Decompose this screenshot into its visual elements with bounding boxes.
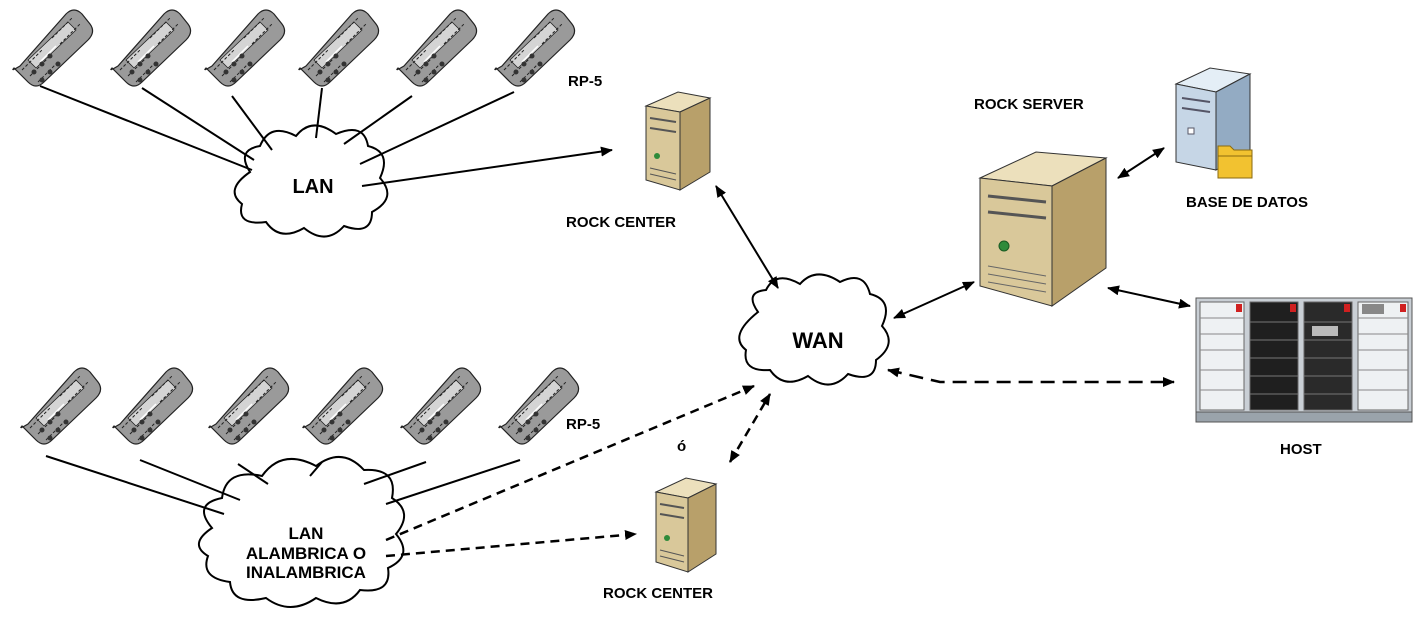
lan-top-cloud-label: LAN <box>292 176 334 198</box>
terminal-icon <box>302 367 384 445</box>
rp5-terminals-bottom <box>20 367 580 445</box>
or-separator-label: ó <box>677 438 687 455</box>
database-server-icon <box>1174 67 1253 179</box>
wan-cloud <box>738 273 890 386</box>
terminal-icon <box>20 367 102 445</box>
terminal-icon <box>298 9 380 87</box>
rp5-terminals-top <box>12 9 576 87</box>
rp5-top-label: RP-5 <box>568 73 603 90</box>
base-de-datos-label: BASE DE DATOS <box>1186 194 1308 211</box>
terminal-icon <box>208 367 290 445</box>
rock-center-bottom-label: ROCK CENTER <box>603 585 714 602</box>
rock-server-icon <box>978 151 1108 307</box>
rock-center-top-server-icon <box>644 91 712 191</box>
lan-bottom-line-3: INALAMBRICA <box>246 563 366 583</box>
terminal-icon <box>400 367 482 445</box>
rock-server-label: ROCK SERVER <box>974 96 1084 113</box>
host-label: HOST <box>1280 441 1322 458</box>
rock-center-top-label: ROCK CENTER <box>566 214 677 231</box>
lan-bottom-line-1: LAN <box>288 524 324 543</box>
rock-center-bottom-server-icon <box>654 477 718 573</box>
lan-top-cloud <box>233 124 389 238</box>
terminal-icon <box>12 9 94 87</box>
lan-top-links <box>39 85 515 171</box>
terminal-icon <box>112 367 194 445</box>
terminal-icon <box>204 9 286 87</box>
lan-bottom-cloud <box>198 456 405 608</box>
lan-bottom-links <box>45 455 521 515</box>
host-mainframe-icon <box>1195 297 1413 423</box>
lan-bottom-line-2: ALAMBRICA O <box>245 543 367 563</box>
terminal-icon <box>396 9 478 87</box>
rp5-bottom-label: RP-5 <box>566 416 601 433</box>
lan-bottom-cloud-label: LAN ALAMBRICA O INALAMBRICA <box>228 524 384 583</box>
terminal-icon <box>110 9 192 87</box>
wan-cloud-label: WAN <box>792 328 844 353</box>
terminal-icon <box>494 9 576 87</box>
